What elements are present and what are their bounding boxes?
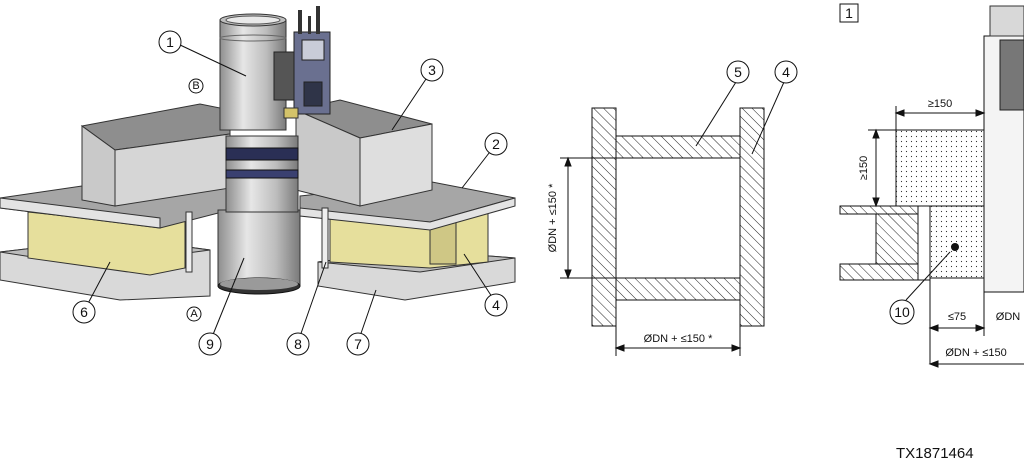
drawing-code: TX1871464: [896, 445, 974, 462]
detail-dim-bottom-right: ØDN: [996, 311, 1021, 323]
plate-right: [321, 207, 329, 269]
section-wall-left: [591, 107, 617, 327]
svg-text:1: 1: [166, 34, 174, 50]
callout-10: 10: [889, 299, 915, 325]
detail-barrier-lower: [929, 205, 985, 279]
svg-text:8: 8: [294, 336, 302, 352]
side-marker-b: B: [188, 78, 204, 94]
svg-text:5: 5: [734, 64, 742, 80]
callout-4-section: 4: [774, 60, 798, 84]
callout-5: 5: [726, 60, 750, 84]
svg-text:A: A: [190, 308, 198, 320]
svg-text:1: 1: [845, 5, 853, 21]
callout-1: 1: [158, 30, 182, 54]
svg-text:10: 10: [894, 304, 910, 320]
side-marker-a: A: [186, 306, 202, 322]
plate-left: [185, 211, 193, 273]
callout-3: 3: [420, 58, 444, 82]
actuator: [273, 6, 331, 119]
callout-8: 8: [286, 332, 310, 356]
detail-slab-top: [839, 205, 931, 215]
detail-box-label: [839, 3, 859, 23]
callout-7: 7: [346, 332, 370, 356]
upper-slab-left-edge: [0, 197, 161, 229]
section-dim-vertical-label: ØDN + ≤150 *: [547, 183, 559, 252]
svg-text:2: 2: [492, 136, 500, 152]
svg-text:4: 4: [492, 297, 500, 313]
callout-6: 6: [72, 300, 96, 324]
svg-text:9: 9: [206, 336, 214, 352]
callout-2: 2: [484, 132, 508, 156]
svg-text:B: B: [192, 80, 199, 92]
detail-barrier-upper: [895, 129, 985, 207]
svg-text:3: 3: [428, 62, 436, 78]
svg-text:7: 7: [354, 336, 362, 352]
callout-9: 9: [198, 332, 222, 356]
clamp-band-lower: [225, 169, 299, 179]
detail-dim-bottom: ØDN + ≤150: [945, 347, 1006, 359]
duct-lower: [217, 209, 301, 287]
section-dim-vertical: [560, 156, 616, 280]
detail-actuator: [999, 39, 1024, 111]
detail-dim-bottom-left: ≤75: [948, 311, 966, 323]
detail-view: 1 ≥150 ≥150: [839, 3, 1024, 368]
svg-text:4: 4: [782, 64, 790, 80]
section-wall-right: [739, 107, 765, 327]
section-dim-horizontal: [614, 300, 742, 356]
detail-slab-insulation: [875, 213, 919, 265]
isometric-view: 1 3 2 4 6 9 8 7: [0, 6, 516, 356]
barrier-right-side: [359, 123, 433, 207]
callout-4: 4: [484, 293, 508, 317]
detail-dim-top: ≥150: [928, 98, 952, 110]
detail-dim-left: ≥150: [858, 156, 870, 180]
detail-slab-bottom: [839, 263, 931, 281]
section-barrier-top: [615, 135, 741, 159]
section-dim-horizontal-label: ØDN + ≤150 *: [644, 333, 713, 345]
section-view: ØDN + ≤150 * ØDN + ≤150 * 5 4: [547, 60, 798, 356]
section-barrier-bottom: [615, 277, 741, 301]
svg-text:6: 6: [80, 304, 88, 320]
clamp-band-upper: [225, 147, 299, 161]
